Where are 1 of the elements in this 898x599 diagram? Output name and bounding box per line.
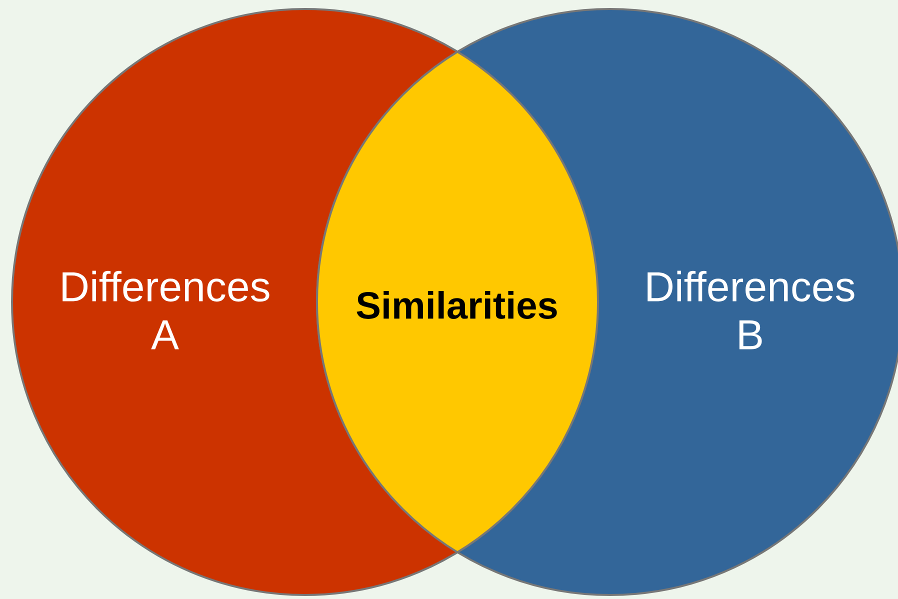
overlap-region: Similarities <box>317 9 599 595</box>
